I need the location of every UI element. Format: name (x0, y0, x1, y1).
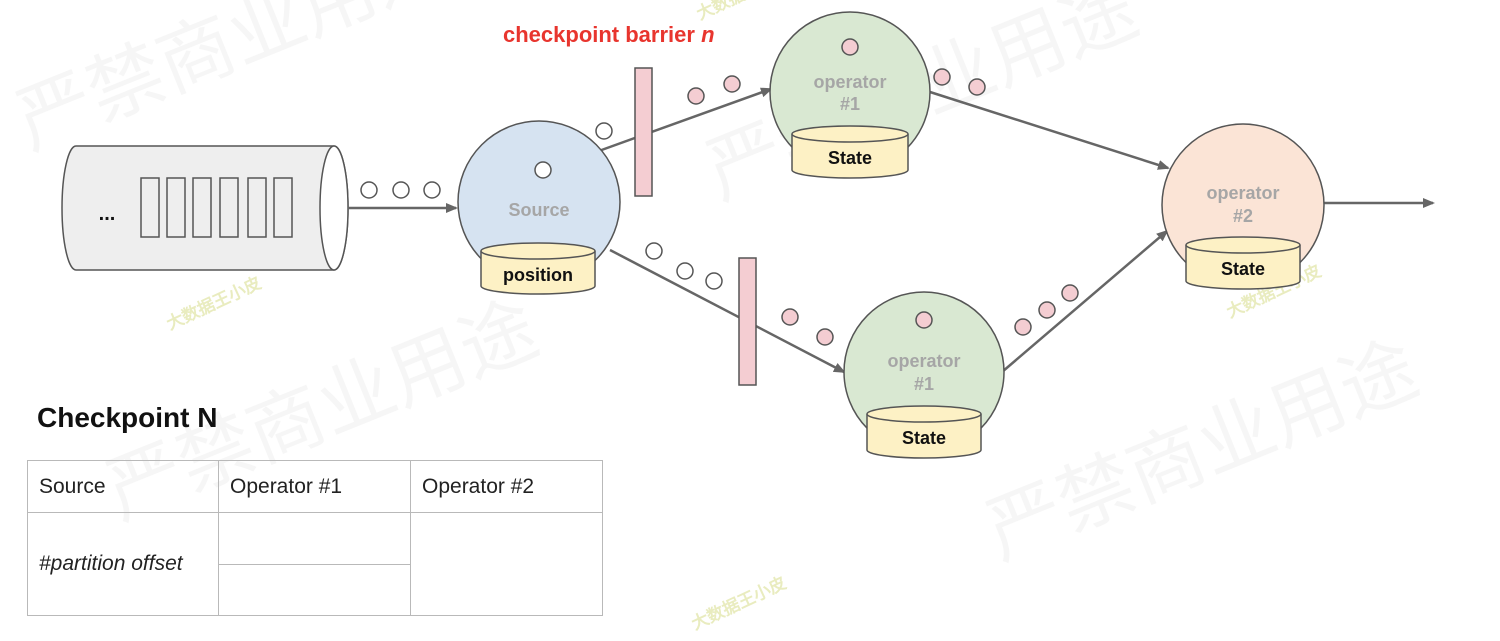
source-partition-offset-cell: #partition offset (27, 512, 219, 616)
checkpoint-barrier-top (634, 67, 653, 197)
operator2-state-label: State (1221, 259, 1265, 279)
operator1-top-label-line1: operator (813, 72, 886, 92)
svg-text:大数据王小皮: 大数据王小皮 (163, 272, 264, 333)
operator1-bottom-node: operator #1 State (843, 291, 1005, 459)
svg-text:严禁商业用途: 严禁商业用途 (5, 0, 460, 166)
stream-records (595, 68, 1079, 346)
input-log: ... (61, 145, 349, 271)
header-source: Source (27, 460, 219, 513)
source-node: Source position (457, 120, 621, 295)
operator1-top-state-label: State (828, 148, 872, 168)
arrow-source-to-op1-top (595, 87, 773, 154)
operator1-top-node: operator #1 State (769, 11, 931, 179)
header-operator1: Operator #1 (218, 460, 411, 513)
arrow-op1-top-to-op2 (929, 90, 1170, 170)
checkpoint-table: Source Operator #1 Operator #2 #partitio… (27, 460, 603, 616)
log-ellipsis: ... (99, 203, 116, 225)
operator2-node: operator #2 State (1161, 123, 1325, 290)
operator2-label-line1: operator (1206, 183, 1279, 203)
arrows (348, 87, 1435, 374)
source-state-label: position (503, 265, 573, 285)
operator1-state-cell-bottom (218, 564, 411, 616)
log-records (140, 177, 293, 238)
checkpoint-barrier-bottom (738, 257, 757, 386)
checkpoint-barrier-label: checkpoint barrier n (503, 22, 715, 47)
operator1-bottom-state-label: State (902, 428, 946, 448)
operator1-bottom-label-line2: #1 (914, 374, 934, 394)
svg-text:大数据王小皮: 大数据王小皮 (693, 0, 794, 24)
header-operator2: Operator #2 (410, 460, 603, 513)
operator1-bottom-label-line1: operator (887, 351, 960, 371)
records-log-source (360, 181, 441, 199)
operator2-label-line2: #2 (1233, 206, 1253, 226)
svg-text:严禁商业用途: 严禁商业用途 (975, 326, 1430, 576)
svg-text:大数据王小皮: 大数据王小皮 (688, 572, 789, 633)
checkpoint-title: Checkpoint N (37, 402, 218, 433)
source-label: Source (508, 200, 569, 220)
arrow-op1-bottom-to-op2 (1001, 229, 1169, 373)
operator1-state-cell-top (218, 512, 411, 565)
arrow-source-to-op1-bottom (609, 248, 846, 374)
operator2-state-cell (410, 512, 603, 616)
operator1-top-label-line2: #1 (840, 94, 860, 114)
